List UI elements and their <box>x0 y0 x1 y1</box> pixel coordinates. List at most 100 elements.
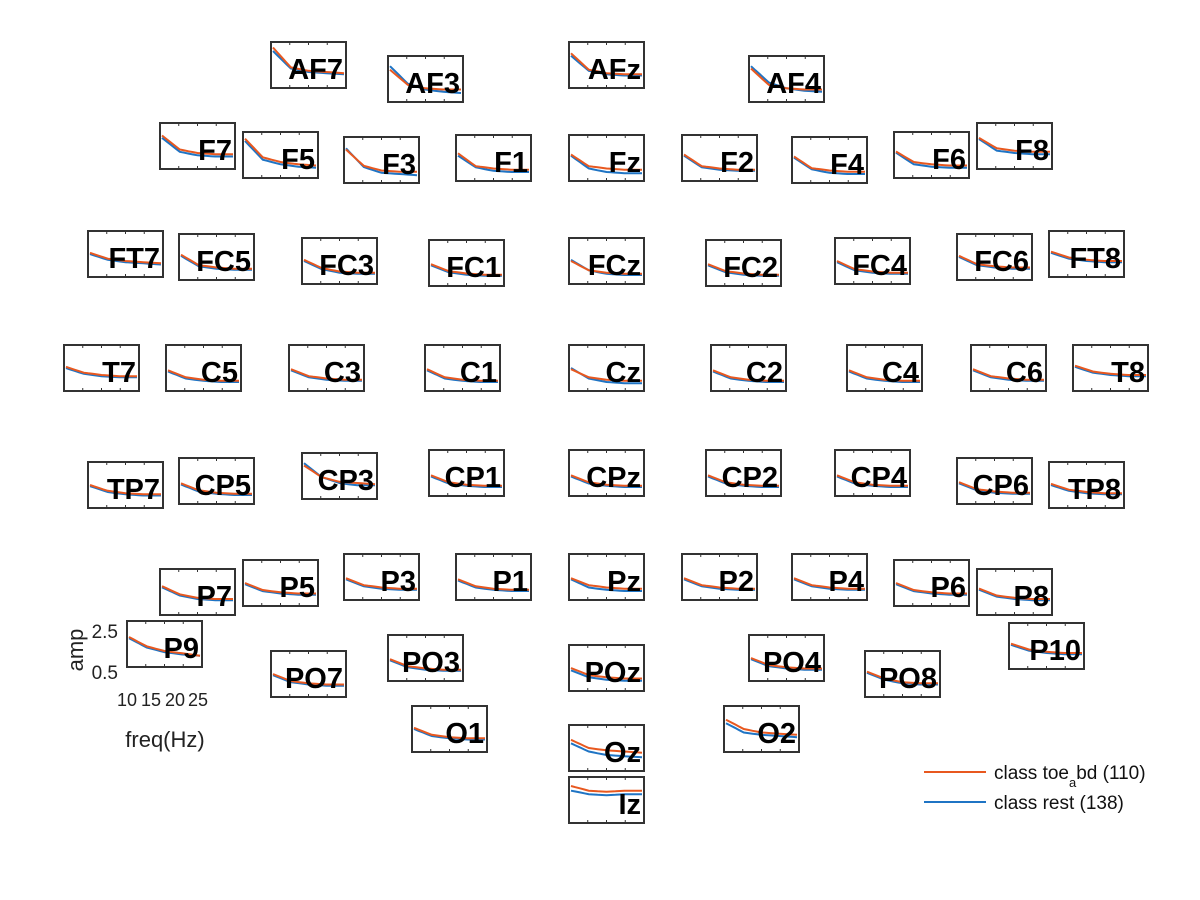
series-line-toe <box>725 718 798 736</box>
series-line-toe <box>290 368 362 381</box>
channel-panel-p10: P10 <box>1008 622 1085 670</box>
series-line-rest <box>570 669 642 682</box>
series-line-toe <box>457 152 529 171</box>
legend: class toeabd (110) class rest (138) <box>924 763 1146 814</box>
series-line-rest <box>978 138 1050 156</box>
channel-label: FC3 <box>319 250 374 282</box>
channel-panel-ft7: FT7 <box>87 230 164 278</box>
series-line-toe <box>413 726 485 740</box>
panel-frame <box>1008 622 1085 670</box>
channel-panel-ft8: FT8 <box>1048 230 1125 278</box>
channel-label: P9 <box>164 633 199 665</box>
channel-label: P10 <box>1029 635 1081 667</box>
channel-panel-af3: AF3 <box>387 55 464 103</box>
series-line-toe <box>895 150 967 167</box>
channel-label: P3 <box>381 566 416 598</box>
panel-frame <box>846 344 923 392</box>
series-line-rest <box>683 578 755 591</box>
channel-label: FC5 <box>196 246 251 278</box>
panel-frame <box>428 239 505 287</box>
channel-label: P2 <box>719 566 754 598</box>
series-line-rest <box>958 482 1030 495</box>
panel-frame <box>568 449 645 497</box>
series-line-rest <box>895 151 967 169</box>
channel-label: P7 <box>197 581 232 613</box>
channel-label: CP2 <box>722 462 778 494</box>
channel-label: F8 <box>1015 135 1049 167</box>
series-line-toe <box>272 673 344 686</box>
channel-label: PO3 <box>402 647 460 679</box>
channel-label: P4 <box>829 566 864 598</box>
series-line-rest <box>430 475 502 488</box>
panel-frame <box>956 457 1033 505</box>
series-line-toe <box>836 260 908 274</box>
channel-panel-po4: PO4 <box>748 634 825 682</box>
series-line-rest <box>89 253 162 266</box>
y-axis-label: amp <box>63 629 88 672</box>
channel-panel-f8: F8 <box>976 122 1053 170</box>
channel-label: Oz <box>604 737 641 769</box>
series-line-toe <box>430 474 502 487</box>
series-line-toe <box>426 368 498 382</box>
channel-panel-t7: T7 <box>63 344 140 392</box>
channel-panel-fcz: FCz <box>568 237 645 285</box>
series-line-rest <box>958 256 1030 270</box>
series-line-rest <box>707 475 779 488</box>
legend-label-toe: class toeabd (110) <box>994 763 1146 790</box>
channel-panel-p1: P1 <box>455 553 532 601</box>
channel-label: C2 <box>746 357 783 389</box>
channel-panel-fc6: FC6 <box>956 233 1033 281</box>
series-line-toe <box>793 577 865 590</box>
series-line-rest <box>180 483 252 496</box>
series-line-rest <box>1010 643 1082 656</box>
channel-panel-f3: F3 <box>343 136 420 184</box>
series-line-toe <box>570 474 642 487</box>
panel-frame <box>242 131 319 179</box>
channel-label: C4 <box>882 357 919 389</box>
channel-label: C3 <box>324 357 361 389</box>
series-line-rest <box>430 264 502 277</box>
channel-label: Cz <box>606 357 641 389</box>
series-line-toe <box>570 52 642 76</box>
series-line-toe <box>128 636 201 657</box>
channel-panel-c1: C1 <box>424 344 501 392</box>
series-line-toe <box>570 667 642 680</box>
channel-label: CP4 <box>851 462 907 494</box>
channel-panel-f2: F2 <box>681 134 758 182</box>
series-line-toe <box>161 134 233 156</box>
legend-label-rest: class rest (138) <box>994 793 1124 814</box>
panel-frame <box>791 136 868 184</box>
panel-frame <box>242 559 319 607</box>
channel-label: AF7 <box>288 54 343 86</box>
channel-label: F4 <box>830 149 864 181</box>
series-line-toe <box>958 481 1030 494</box>
channel-panel-f6: F6 <box>893 131 970 179</box>
channel-label: F2 <box>720 147 754 179</box>
series-line-rest <box>972 369 1044 382</box>
channel-panel-f7: F7 <box>159 122 236 170</box>
channel-label: T8 <box>1111 357 1145 389</box>
channel-label: PO8 <box>879 663 937 695</box>
series-line-rest <box>457 579 529 592</box>
series-line-toe <box>389 658 461 671</box>
series-line-toe <box>167 369 239 382</box>
channel-label: O1 <box>445 718 484 750</box>
channel-label: Iz <box>618 789 641 821</box>
channel-label: C6 <box>1006 357 1043 389</box>
series-line-toe <box>1010 642 1082 654</box>
channel-panel-tp7: TP7 <box>87 461 164 509</box>
channel-panel-po7: PO7 <box>270 650 347 698</box>
channel-panel-oz: Oz <box>568 724 645 772</box>
channel-panel-cp1: CP1 <box>428 449 505 497</box>
channel-panel-po3: PO3 <box>387 634 464 682</box>
series-line-toe <box>303 258 375 274</box>
channel-panel-afz: AFz <box>568 41 645 89</box>
series-line-toe <box>683 577 755 590</box>
channel-label: Fz <box>609 147 641 179</box>
series-line-rest <box>895 583 967 596</box>
channel-panel-cp4: CP4 <box>834 449 911 497</box>
channel-panel-fc4: FC4 <box>834 237 911 285</box>
series-line-rest <box>161 137 233 158</box>
channel-panel-p8: P8 <box>976 568 1053 616</box>
series-line-toe <box>65 365 137 378</box>
